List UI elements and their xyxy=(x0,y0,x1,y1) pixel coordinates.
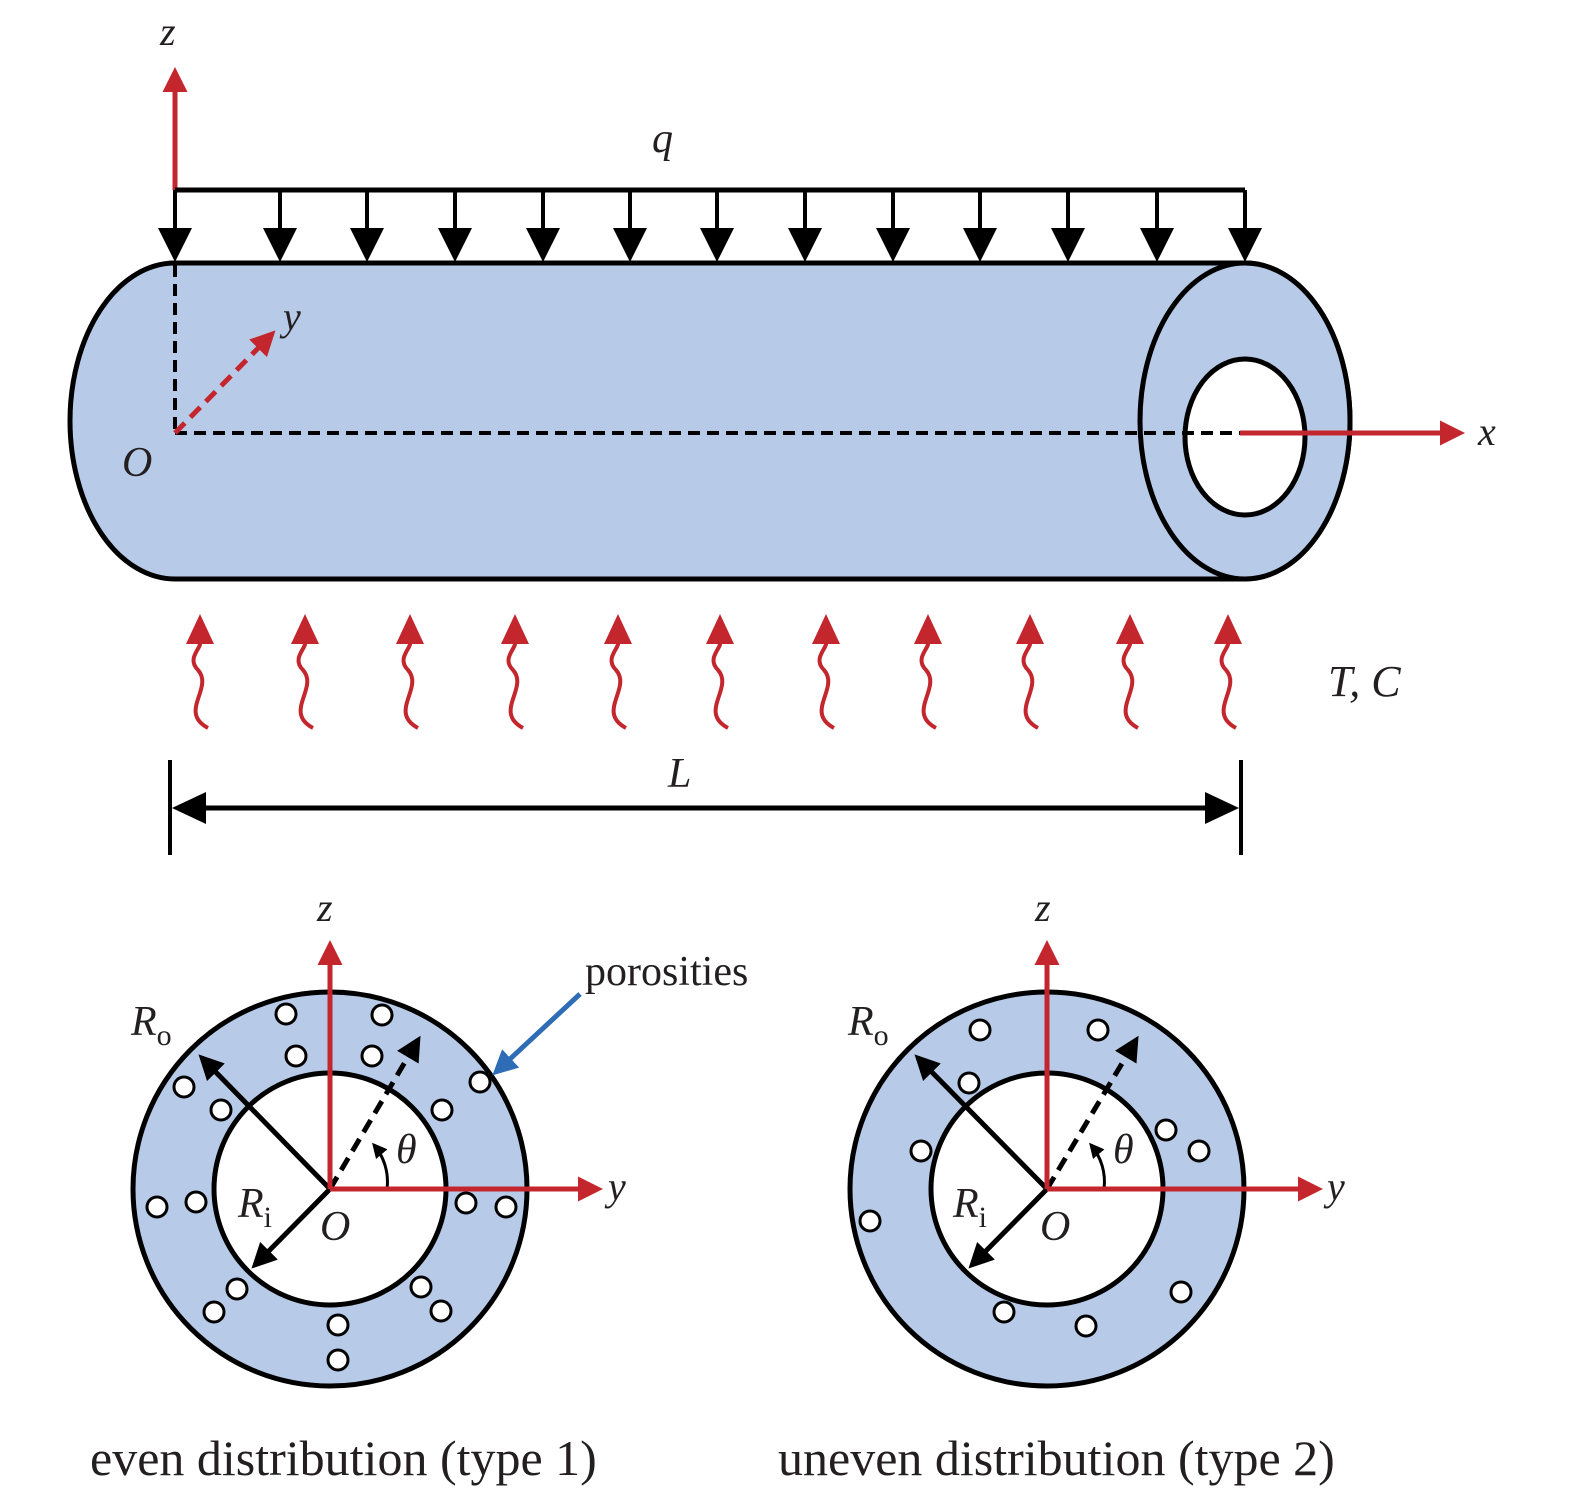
load-arrow xyxy=(350,190,384,262)
theta-label-right: θ xyxy=(1113,1127,1134,1173)
ro-label-right: Ro xyxy=(847,999,889,1052)
ro-arrow-left xyxy=(198,1054,332,1191)
load-arrow xyxy=(158,190,192,262)
origin-label-left: O xyxy=(320,1204,350,1250)
theta-arrow-right xyxy=(1044,1035,1139,1191)
load-arrow xyxy=(1051,190,1085,262)
pore xyxy=(274,1002,298,1026)
z-label-top: z xyxy=(159,9,176,54)
pore xyxy=(370,1003,394,1027)
length-dimension xyxy=(168,760,1243,855)
heat-arrow xyxy=(812,614,840,730)
heat-arrow xyxy=(914,614,942,730)
x-label: x xyxy=(1477,409,1496,454)
load-arrow xyxy=(613,190,647,262)
load-arrow xyxy=(526,190,560,262)
pore xyxy=(957,1071,981,1095)
heat-arrow xyxy=(396,614,424,730)
heat-arrow xyxy=(604,614,632,730)
load-arrow xyxy=(1140,190,1174,262)
tc-label: T, C xyxy=(1328,657,1401,706)
theta-label-left: θ xyxy=(396,1127,417,1173)
pore xyxy=(1074,1314,1098,1338)
theta-arc-left xyxy=(372,1142,389,1190)
heat-arrow xyxy=(501,614,529,730)
dim-arrow-left xyxy=(172,792,206,824)
pore xyxy=(225,1277,249,1301)
origin-label-top: O xyxy=(122,440,152,486)
load-label: q xyxy=(652,116,673,162)
pore xyxy=(326,1348,350,1372)
porosities-pointer xyxy=(492,992,582,1076)
heat-arrow xyxy=(1016,614,1044,730)
load-arrow xyxy=(438,190,472,262)
load-arrow xyxy=(1228,190,1262,262)
ri-label-left: Ri xyxy=(237,1181,272,1234)
pore xyxy=(1086,1018,1110,1042)
ri-arrow-right xyxy=(968,1187,1049,1269)
porosities-label: porosities xyxy=(585,949,748,995)
ro-arrow-right xyxy=(914,1054,1049,1191)
theta-arrow-left xyxy=(327,1035,421,1191)
load-arrow xyxy=(876,190,910,262)
ri-label-right: Ri xyxy=(952,1181,987,1234)
distributed-load xyxy=(158,187,1262,262)
theta-arc-right xyxy=(1089,1142,1106,1190)
y-label-left: y xyxy=(604,1164,626,1209)
dim-arrow-right xyxy=(1205,792,1239,824)
heat-arrow xyxy=(1214,614,1242,730)
section-uneven xyxy=(847,940,1323,1389)
pore xyxy=(172,1075,196,1099)
origin-label-right: O xyxy=(1040,1204,1070,1250)
pore xyxy=(326,1313,350,1337)
pore xyxy=(284,1044,308,1068)
pore xyxy=(468,1070,492,1094)
caption-even: even distribution (type 1) xyxy=(90,1430,597,1486)
pore xyxy=(184,1190,208,1214)
heat-arrow xyxy=(291,614,319,730)
y-label-top: y xyxy=(279,294,301,339)
pore xyxy=(968,1018,992,1042)
y-axis-top xyxy=(173,330,276,435)
length-label: L xyxy=(667,751,691,797)
pore xyxy=(909,1139,933,1163)
pore xyxy=(145,1195,169,1219)
pore xyxy=(429,1299,453,1323)
cylinder-bore xyxy=(1182,356,1308,518)
load-arrow xyxy=(700,190,734,262)
pore xyxy=(454,1191,478,1215)
cylinder xyxy=(67,260,1353,582)
z-label-right: z xyxy=(1034,885,1051,930)
porosities-right xyxy=(858,1018,1211,1338)
ro-label-left: Ro xyxy=(130,999,172,1052)
pore xyxy=(494,1195,518,1219)
heat-arrow xyxy=(1116,614,1144,730)
section-even xyxy=(130,940,603,1389)
pore xyxy=(209,1098,233,1122)
thermal-arrows xyxy=(186,614,1242,730)
load-arrow xyxy=(263,190,297,262)
pore xyxy=(1187,1139,1211,1163)
pore xyxy=(202,1300,226,1324)
heat-arrow xyxy=(706,614,734,730)
pore xyxy=(1169,1280,1193,1304)
load-arrow xyxy=(963,190,997,262)
ri-arrow-left xyxy=(251,1187,332,1269)
pore xyxy=(1154,1118,1178,1142)
pore xyxy=(360,1044,384,1068)
pore xyxy=(858,1209,882,1233)
caption-uneven: uneven distribution (type 2) xyxy=(778,1430,1335,1486)
pore xyxy=(992,1300,1016,1324)
z-label-left: z xyxy=(316,885,333,930)
pore xyxy=(430,1098,454,1122)
y-label-right: y xyxy=(1323,1164,1345,1209)
load-arrow xyxy=(788,190,822,262)
pore xyxy=(409,1275,433,1299)
heat-arrow xyxy=(186,614,214,730)
porosities-left xyxy=(145,1002,518,1372)
